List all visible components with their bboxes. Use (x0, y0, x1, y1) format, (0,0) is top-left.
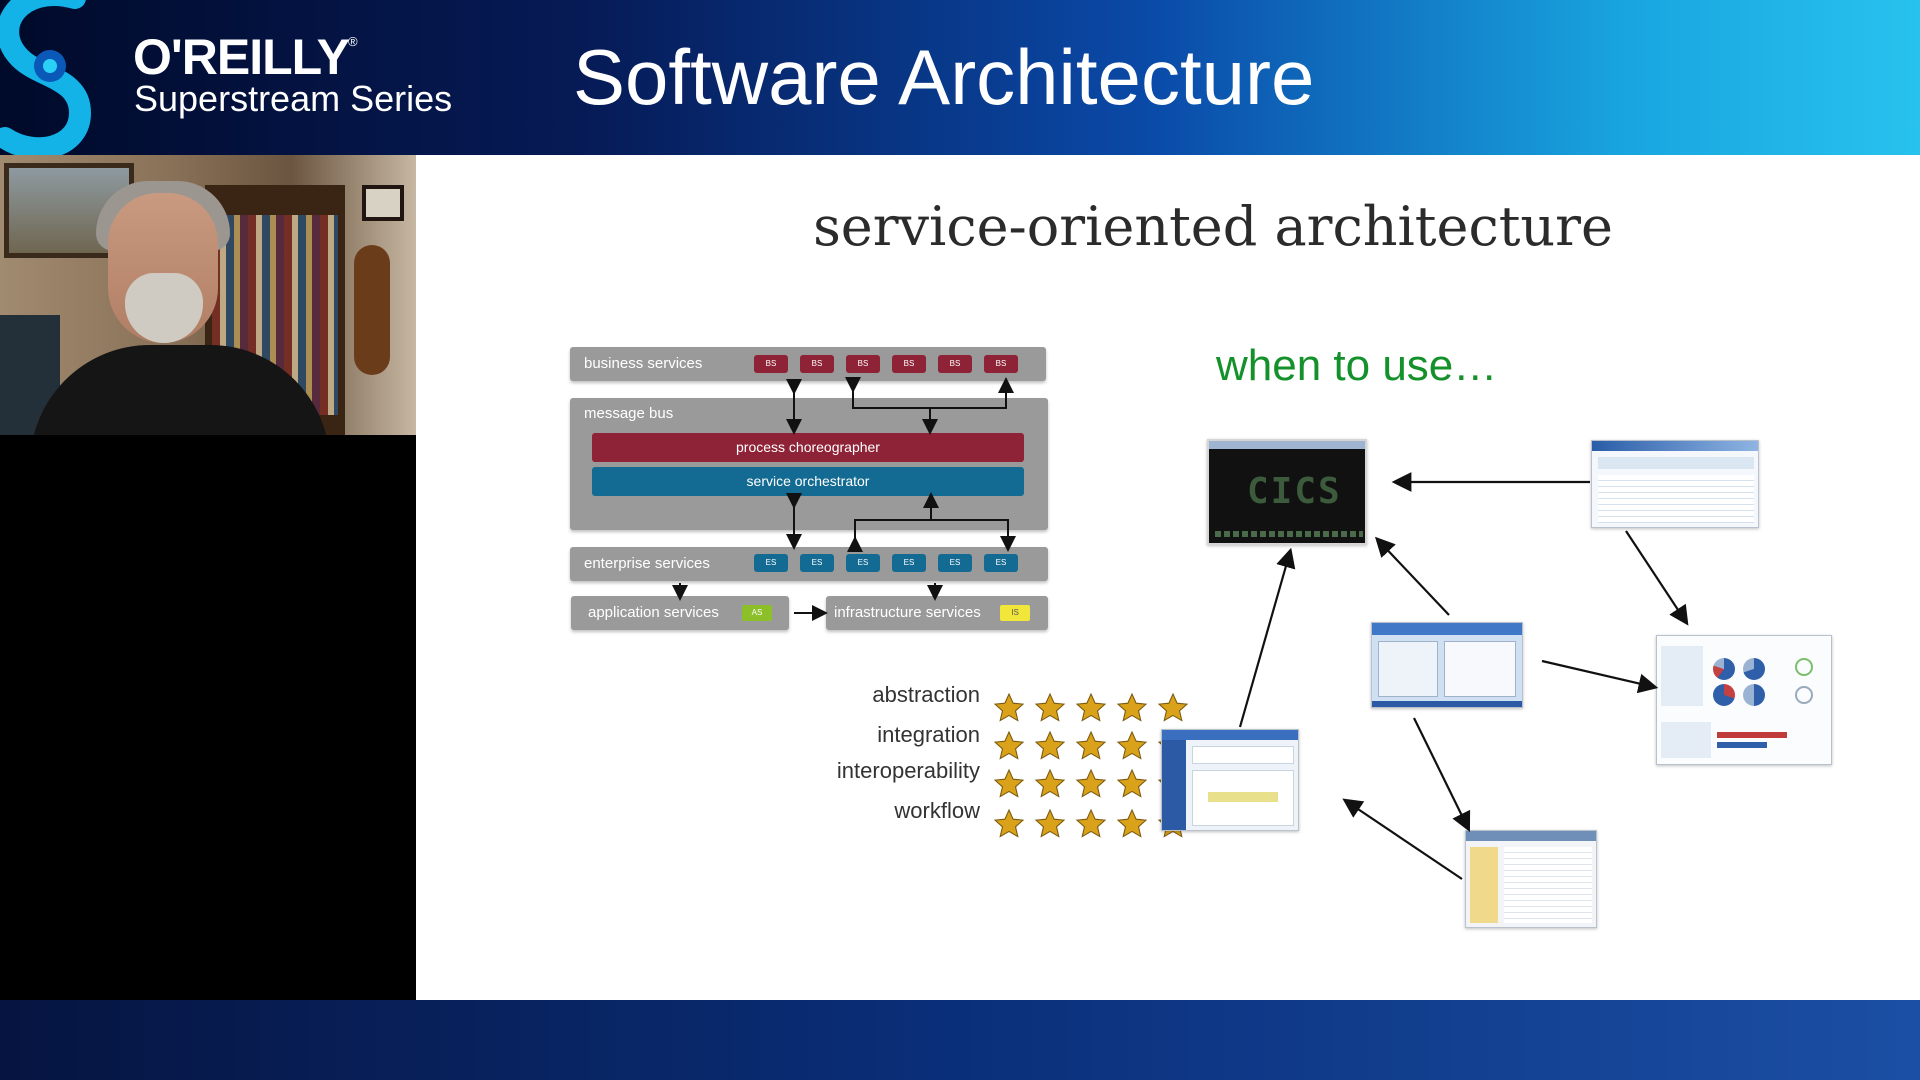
star-icon (1034, 768, 1066, 798)
rating-label: integration (877, 722, 980, 747)
presentation-slide: service-oriented architecture business s… (416, 155, 1920, 1000)
integration-arrows (1238, 472, 1689, 880)
star-icon (993, 808, 1025, 838)
brand-name: O'REILLY (133, 29, 350, 85)
application-services-label: application services (588, 604, 719, 621)
bottom-bar (0, 1000, 1920, 1080)
gauge-icon (1795, 658, 1813, 676)
when-to-use-heading: when to use… (1216, 341, 1498, 390)
stream-header: O'REILLY ® Superstream Series Software A… (0, 0, 1920, 158)
window-titlebar (1209, 441, 1365, 449)
presenter-beard (125, 273, 203, 343)
business-services-label: business services (584, 355, 703, 372)
star-icon (1075, 730, 1107, 760)
bar-chart-bar (1717, 742, 1767, 748)
window-titlebar (1592, 441, 1758, 451)
star-icon (993, 730, 1025, 760)
window-titlebar (1162, 730, 1298, 740)
picture-frame (362, 185, 404, 221)
header-panel (1192, 746, 1294, 764)
web-app-screenshot (1161, 729, 1299, 831)
oreilly-logo-icon (0, 0, 92, 158)
star-icon (1075, 808, 1107, 838)
reporting-app-screenshot (1591, 440, 1759, 528)
business-service-chip: BS (754, 355, 788, 373)
form-grid (1504, 847, 1592, 923)
pie-chart-icon (1713, 658, 1735, 680)
table-grid (1598, 475, 1754, 523)
list-panel (1661, 722, 1711, 758)
sidebar-panel (1661, 646, 1703, 706)
enterprise-service-chip: ES (892, 554, 926, 572)
form-panel (1378, 641, 1438, 697)
cics-terminal-screenshot: CICS (1207, 439, 1367, 545)
detail-panel (1444, 641, 1516, 697)
bar-chart-bar (1717, 732, 1787, 738)
enterprise-service-chip: ES (984, 554, 1018, 572)
star-icon (1034, 808, 1066, 838)
window-titlebar (1372, 623, 1522, 635)
star-icon (1116, 768, 1148, 798)
terminal-status-line (1215, 531, 1363, 537)
star-icon (1075, 692, 1107, 722)
star-icon (1075, 768, 1107, 798)
process-choreographer: process choreographer (592, 433, 1024, 462)
message-bus-label: message bus (584, 405, 674, 422)
star-icon (1116, 808, 1148, 838)
gauge-icon (1795, 686, 1813, 704)
enterprise-service-chip: ES (754, 554, 788, 572)
highlight-bar (1208, 792, 1278, 802)
star-icon (1157, 692, 1189, 722)
taskbar (1372, 701, 1522, 707)
pie-chart-icon (1743, 684, 1765, 706)
star-icon (1116, 692, 1148, 722)
enterprise-services-label: enterprise services (584, 555, 710, 572)
business-service-chip: BS (938, 355, 972, 373)
enterprise-service-chip: ES (800, 554, 834, 572)
desktop-app-screenshot (1371, 622, 1523, 708)
tree-panel (1470, 847, 1498, 923)
infrastructure-services-tag: IS (1000, 605, 1030, 621)
star-icon (1116, 730, 1148, 760)
rating-label: abstraction (872, 682, 980, 707)
presenter-webcam (0, 155, 416, 435)
rating-label: interoperability (836, 758, 980, 783)
star-icon (1034, 692, 1066, 722)
business-service-chip: BS (800, 355, 834, 373)
business-service-chip: BS (892, 355, 926, 373)
toolbar-strip (1598, 457, 1754, 469)
pie-chart-icon (1713, 684, 1735, 706)
application-services-tag: AS (742, 605, 772, 621)
star-icon (993, 768, 1025, 798)
message-bus-band (570, 398, 1048, 530)
enterprise-service-chip: ES (846, 554, 880, 572)
nav-sidebar (1162, 740, 1186, 830)
business-service-chip: BS (846, 355, 880, 373)
star-icon (1034, 730, 1066, 760)
diagram-arrows (672, 377, 1016, 621)
star-icon (993, 692, 1025, 722)
brand-series: Superstream Series (134, 78, 453, 119)
terminal-text: CICS (1247, 471, 1342, 512)
window-titlebar (1466, 831, 1596, 841)
business-service-chip: BS (984, 355, 1018, 373)
registered-mark: ® (348, 34, 358, 49)
pie-chart-icon (1743, 658, 1765, 680)
erp-app-screenshot (1465, 830, 1597, 928)
slide-title: service-oriented architecture (813, 195, 1613, 258)
rating-label: workflow (894, 798, 980, 823)
service-orchestrator: service orchestrator (592, 467, 1024, 496)
dashboard-screenshot (1656, 635, 1832, 765)
infrastructure-services-label: infrastructure services (834, 604, 981, 621)
stream-title: Software Architecture (573, 33, 1315, 121)
left-panel-empty (0, 435, 416, 1000)
enterprise-service-chip: ES (938, 554, 972, 572)
violin (354, 245, 390, 375)
